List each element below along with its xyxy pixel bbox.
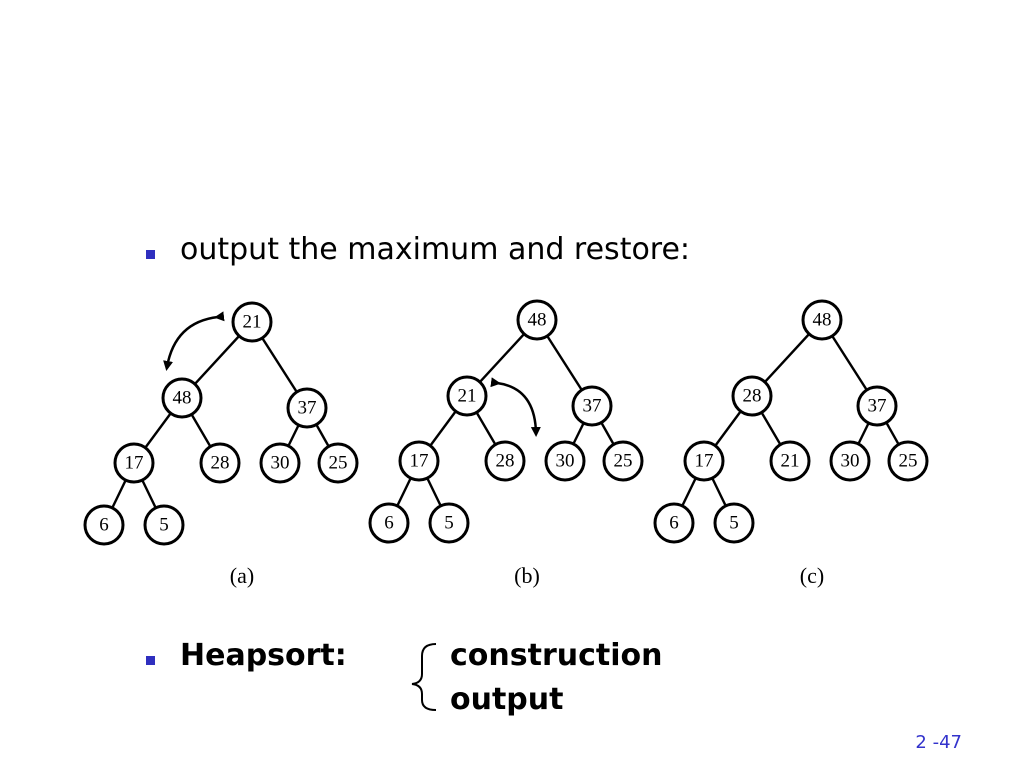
heap-node: 6 (368, 502, 410, 544)
heap-node-value: 48 (528, 310, 547, 331)
heap-node-value: 25 (614, 451, 633, 472)
heap-node: 48 (161, 377, 203, 419)
heap-node-value: 5 (729, 513, 739, 534)
heap-node: 6 (653, 502, 695, 544)
heap-node-value: 28 (211, 453, 230, 474)
heap-node-value: 30 (556, 451, 575, 472)
heap-node: 28 (484, 440, 526, 482)
heap-node-value: 28 (496, 451, 515, 472)
phase-construction: construction (450, 638, 663, 673)
heap-node-value: 17 (125, 453, 144, 474)
heap-tree-c: 48 28 37 17 21 30 25 6 5 (c) (653, 299, 929, 588)
bullet-marker (146, 250, 155, 259)
heap-node-value: 48 (813, 310, 832, 331)
heap-node: 30 (259, 442, 301, 484)
heap-node: 5 (143, 504, 185, 546)
heap-node-value: 30 (841, 451, 860, 472)
tree-caption: (a) (230, 563, 254, 588)
heap-node-value: 48 (173, 388, 192, 409)
heap-node-value: 37 (583, 396, 602, 417)
heap-node: 48 (516, 299, 558, 341)
heap-node: 28 (199, 442, 241, 484)
swap-arrow-icon (490, 377, 541, 437)
heap-node-value: 21 (458, 386, 477, 407)
heapsort-label: Heapsort: (180, 638, 347, 673)
heap-node: 25 (602, 440, 644, 482)
heap-node: 25 (887, 440, 929, 482)
heap-node-value: 21 (781, 451, 800, 472)
page-number: 2 -47 (915, 732, 962, 753)
heap-tree-a: 21 48 37 17 28 30 25 6 5 (a) (83, 301, 359, 588)
heap-node: 37 (856, 385, 898, 427)
heap-node: 21 (231, 301, 273, 343)
heap-node: 37 (286, 387, 328, 429)
heap-node-value: 17 (410, 451, 429, 472)
phase-output: output (450, 682, 564, 717)
heap-node: 25 (317, 442, 359, 484)
heap-node: 21 (446, 375, 488, 417)
swap-arrow-icon (163, 311, 225, 371)
heap-node: 48 (801, 299, 843, 341)
tree-caption: (b) (514, 563, 540, 588)
heap-node-value: 17 (695, 451, 714, 472)
heap-node-value: 6 (384, 513, 394, 534)
tree-caption: (c) (800, 563, 824, 588)
heap-node-value: 30 (271, 453, 290, 474)
heap-node-value: 25 (329, 453, 348, 474)
heap-node-value: 5 (444, 513, 454, 534)
heap-node: 17 (113, 442, 155, 484)
heap-tree-b: 48 21 37 17 28 30 25 6 5 (b) (368, 299, 644, 588)
heap-node: 6 (83, 504, 125, 546)
heap-node-value: 37 (298, 398, 317, 419)
heap-node: 30 (829, 440, 871, 482)
heap-node-value: 28 (743, 386, 762, 407)
heap-node: 30 (544, 440, 586, 482)
heap-node: 17 (398, 440, 440, 482)
heap-node: 21 (769, 440, 811, 482)
heap-node: 5 (428, 502, 470, 544)
bullet-marker (146, 656, 155, 665)
heap-node-value: 6 (669, 513, 679, 534)
heap-node: 37 (571, 385, 613, 427)
heap-node-value: 5 (159, 515, 169, 536)
heap-node-value: 37 (868, 396, 887, 417)
heap-node: 28 (731, 375, 773, 417)
heap-node-value: 21 (243, 312, 262, 333)
heap-node-value: 6 (99, 515, 109, 536)
heap-node: 17 (683, 440, 725, 482)
bullet-text-output: output the maximum and restore: (180, 232, 691, 267)
heap-node: 5 (713, 502, 755, 544)
heap-node-value: 25 (899, 451, 918, 472)
